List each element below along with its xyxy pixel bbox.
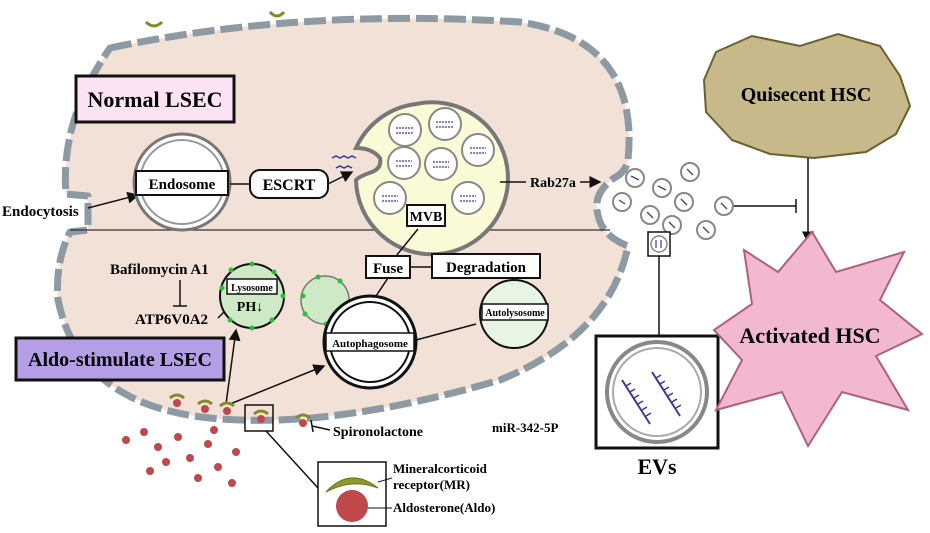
spironolactone-inhibit-bar xyxy=(310,419,314,433)
released-evs xyxy=(612,162,734,240)
degradation-label: Degradation xyxy=(446,260,527,276)
endocytosis-label: Endocytosis xyxy=(2,204,79,220)
endosome: Endosome xyxy=(132,132,232,232)
mr-label-2: receptor(MR) xyxy=(393,477,470,492)
escrt-arrow xyxy=(327,171,354,185)
autophagosome-autolysosome-line xyxy=(415,323,477,341)
membrane-receptors xyxy=(169,393,311,427)
zoom-connector xyxy=(265,430,319,489)
aldo-lysosome-arrow xyxy=(225,328,241,405)
endosome-label: Endosome xyxy=(149,177,216,193)
escrt-box: ESCRT xyxy=(249,169,329,199)
lysosome-label: Lysosome xyxy=(231,283,273,294)
receptor-zoom-box xyxy=(244,404,274,432)
evs-label: EVs xyxy=(637,454,677,479)
ev-mirna-strands xyxy=(621,371,682,425)
activated-hsc-label: Activated HSC xyxy=(739,323,880,348)
ph-label: PH↓ xyxy=(237,300,263,315)
aldo-lsec-text: Aldo-stimulate LSEC xyxy=(28,349,212,371)
aldo-lsec-label: Aldo-stimulate LSEC xyxy=(14,336,226,382)
quiescent-hsc: Quisecent HSC xyxy=(702,32,912,160)
mvb-cargo xyxy=(331,155,357,169)
autolysosome: Autolysosome xyxy=(479,279,549,349)
mvb-vesicles xyxy=(373,107,495,215)
endocytosis-arrow xyxy=(87,191,140,209)
atp6v0a2-label: ATP6V0A2 xyxy=(135,312,208,328)
mvb-fuse-line xyxy=(395,228,419,257)
activated-hsc: Activated HSC xyxy=(712,230,924,449)
aldo-dots xyxy=(122,426,240,487)
bafilomycin-label: Bafilomycin A1 xyxy=(110,262,209,278)
aldo-autophagosome-arrow xyxy=(229,364,326,405)
quiescent-hsc-label: Quisecent HSC xyxy=(741,84,872,106)
spironolactone-label: Spironolactone xyxy=(333,425,423,440)
ev-zoom-small xyxy=(647,231,671,257)
top-receptor-2 xyxy=(268,10,286,18)
fuse-label: Fuse xyxy=(373,261,403,277)
autophagosome-label: Autophagosome xyxy=(332,338,408,350)
mr-label-1: Mineralcorticoid xyxy=(393,461,488,476)
rab27a-label: Rab27a xyxy=(530,176,576,191)
autophagosome: Autophagosome xyxy=(322,294,418,390)
aldo-label: Aldosterone(Aldo) xyxy=(393,500,495,515)
ev-zoom-large xyxy=(594,334,720,450)
normal-lsec-label: Normal LSEC xyxy=(74,74,236,124)
degradation-box: Degradation xyxy=(431,253,541,279)
top-receptor-1 xyxy=(144,20,164,28)
autolysosome-label: Autolysosome xyxy=(485,308,545,319)
normal-lsec-text: Normal LSEC xyxy=(87,87,222,112)
fuse-box: Fuse xyxy=(365,255,411,279)
mvb-label: MVB xyxy=(410,210,443,225)
spironolactone-inhibit-line xyxy=(311,425,331,431)
lysosome: Lysosome PH↓ xyxy=(219,261,286,331)
mirna-label: miR-342-5P xyxy=(492,420,558,435)
fuse-autophagosome-line xyxy=(375,277,389,297)
escrt-label: ESCRT xyxy=(263,177,316,194)
receptor-legend: Mineralcorticoid receptor(MR) Aldosteron… xyxy=(317,461,495,527)
mvb: MVB xyxy=(352,100,510,257)
